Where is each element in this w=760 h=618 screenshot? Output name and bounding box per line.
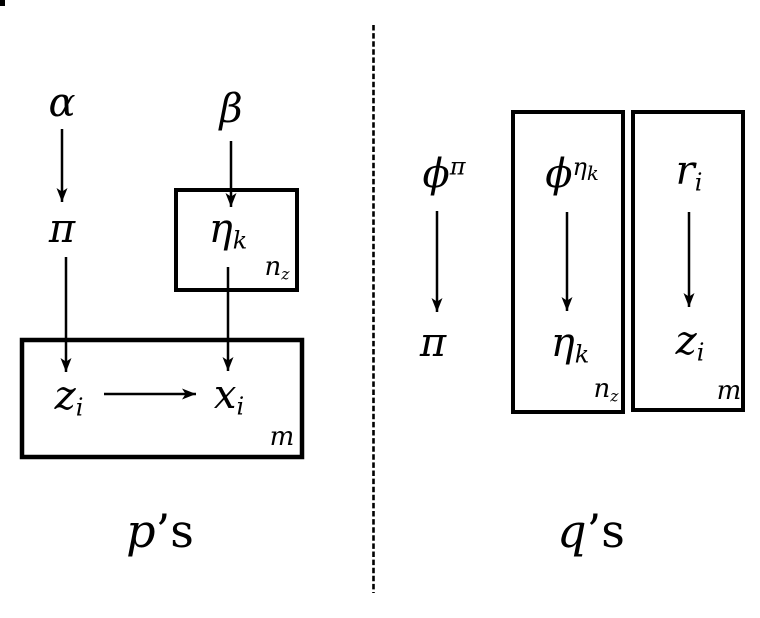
node-pi-label-p: π: [48, 206, 76, 252]
xi-sub: i: [236, 392, 245, 421]
plate-data-p: [19, 337, 305, 460]
plate-z-q: [631, 110, 745, 412]
caption-q: q’s: [557, 508, 625, 554]
etaq-sub: k: [574, 340, 590, 369]
plate-eta-p: [174, 188, 299, 292]
phieta-base: ϕ: [545, 151, 573, 197]
node-alpha-label: α: [48, 80, 76, 126]
ri-sub: i: [694, 168, 703, 197]
eta-sub: k: [232, 226, 248, 255]
caption-q-suffix: ’s: [586, 504, 625, 558]
plate-size-label-m-q: m: [716, 376, 742, 406]
node-pi-label-q: π: [419, 320, 447, 366]
node-zi-label-q: zi: [675, 318, 705, 365]
phieta-sup-base: η: [572, 152, 587, 181]
eta-base: η: [208, 206, 233, 252]
zi-sub: i: [75, 393, 84, 422]
ri-base: r: [675, 148, 695, 194]
ziq-base: z: [675, 318, 697, 364]
etaq-base: η: [550, 320, 575, 366]
nz-base: n: [264, 252, 282, 282]
phieta-sup: ηk: [572, 152, 599, 185]
caption-q-var: q: [557, 504, 587, 558]
xi-base: x: [213, 372, 237, 418]
node-xi-label-p: xi: [213, 372, 244, 419]
plate-size-label-nz-q: nz: [593, 374, 619, 406]
node-zi-label-p: zi: [54, 373, 84, 420]
nzq-base: n: [593, 374, 611, 404]
nz-sub: z: [281, 265, 290, 284]
node-beta-label: β: [219, 86, 243, 132]
caption-p-suffix: ’s: [155, 504, 194, 558]
ziq-sub: i: [696, 338, 705, 367]
corner-artifact: [0, 0, 5, 6]
node-eta-k-label-p: ηk: [208, 206, 248, 253]
zi-base: z: [54, 373, 76, 419]
node-eta-k-label-q: ηk: [550, 320, 590, 367]
plate-eta-q: [511, 110, 625, 414]
nzq-sub: z: [610, 387, 619, 406]
plate-size-label-nz-p: nz: [264, 252, 290, 284]
phieta-sup-sub: k: [586, 161, 599, 185]
caption-p-var: p: [126, 504, 156, 558]
plate-size-label-m-p: m: [269, 422, 295, 452]
phipi-sup: π: [449, 152, 466, 181]
caption-p: p’s: [126, 508, 194, 554]
node-ri-label: ri: [675, 148, 703, 195]
node-phi-pi-label: ϕπ: [422, 154, 465, 194]
node-phi-eta-label: ϕηk: [545, 154, 599, 194]
phipi-base: ϕ: [422, 151, 450, 197]
